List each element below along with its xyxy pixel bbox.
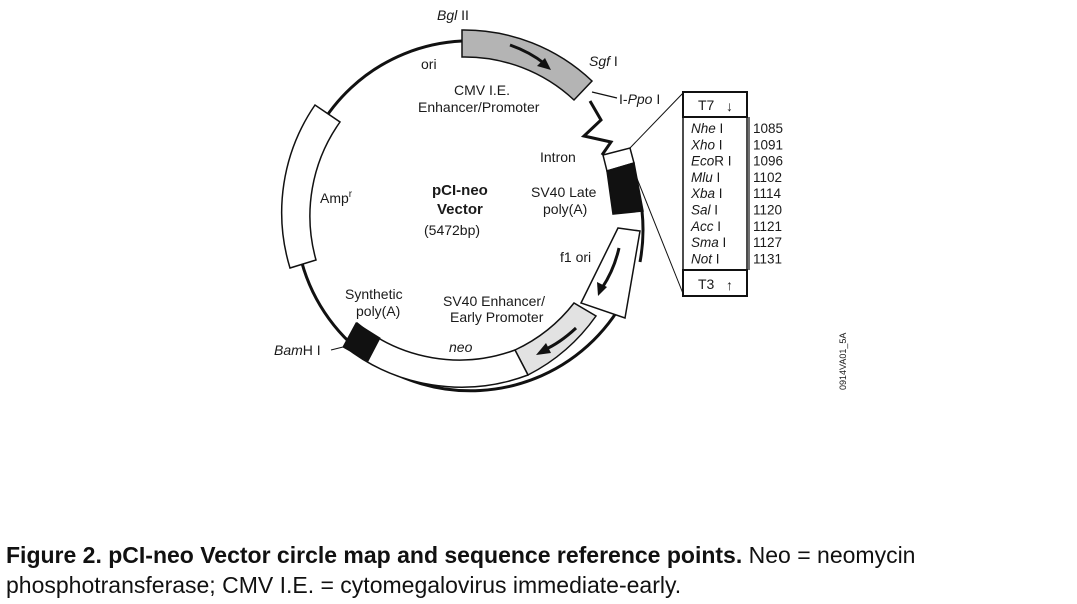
sv40-late-polya-block	[606, 162, 644, 215]
ippoi-tick	[591, 91, 618, 99]
t3-arrow-icon: ↑	[726, 277, 733, 293]
mcs-site-name: Sal I	[691, 203, 718, 218]
mcs-site-position: 1096	[753, 154, 783, 169]
mcs-table-frame	[682, 116, 748, 271]
f1-ori-label: f1 ori	[560, 249, 591, 265]
t3-box	[682, 269, 748, 297]
sv40-enh-arrowhead	[536, 343, 551, 355]
sv40-enh-label-line2: Early Promoter	[450, 309, 544, 325]
ori-label: ori	[421, 56, 437, 72]
caption-rest: Neo = neomycin phosphotransferase; CMV I…	[6, 542, 916, 598]
t7-label: T7	[698, 97, 715, 113]
mcs-site-position: 1114	[753, 186, 782, 201]
mcs-site-name: Not I	[691, 251, 720, 266]
intron-zigzag	[580, 100, 614, 156]
mcs-site-name: Xho I	[690, 137, 723, 152]
mcs-site-name: Acc I	[690, 219, 721, 234]
synthetic-polya-label-line2: poly(A)	[356, 303, 400, 319]
mcs-site-position: 1131	[753, 251, 782, 266]
backbone-right-lower	[638, 210, 645, 263]
cmv-label-line2: Enhancer/Promoter	[418, 99, 540, 115]
mcs-site-name: EcoR I	[691, 154, 732, 169]
figure-code: 0914VA01_5A	[838, 333, 848, 390]
vector-size: (5472bp)	[424, 222, 480, 238]
t3-label: T3	[698, 276, 715, 292]
mcs-connector-top	[629, 91, 685, 149]
intron-label: Intron	[540, 149, 576, 165]
sv40-enh-label-line1: SV40 Enhancer/	[443, 293, 545, 309]
bamhi-label: BamH I	[274, 342, 321, 358]
bamhi-tick	[330, 346, 344, 351]
amp-label: Ampr	[320, 189, 353, 206]
bglii-label: Bgl II	[437, 7, 469, 23]
mcs-site-name: Nhe I	[691, 121, 723, 136]
backbone-left	[293, 39, 630, 393]
vector-name: pCI-neo	[432, 182, 488, 199]
mcs-site-position: 1121	[753, 219, 782, 234]
sv40-late-label-line2: poly(A)	[543, 201, 587, 217]
ippoi-label: I-Ppo I	[619, 91, 660, 107]
backbone	[293, 39, 645, 393]
t7-box	[682, 91, 748, 118]
mcs-site-name: Sma I	[691, 235, 726, 250]
amp-block	[280, 103, 342, 269]
t7-arrow-icon: ↓	[726, 98, 733, 114]
mcs-site-name: Mlu I	[691, 170, 720, 185]
mcs-site-position: 1085	[753, 121, 783, 136]
sgfi-label: Sgf I	[589, 53, 618, 69]
figure-caption: Figure 2. pCI-neo Vector circle map and …	[6, 540, 1074, 600]
mcs-site-position: 1102	[753, 170, 782, 185]
cmv-label-line1: CMV I.E.	[454, 82, 510, 98]
mcs-site-position: 1120	[753, 203, 782, 218]
synthetic-polya-block	[342, 322, 381, 362]
mcs-connector-bottom	[633, 170, 685, 297]
mcs-site-name: Xba I	[690, 186, 723, 201]
cmv-promoter-block	[461, 29, 594, 102]
mcs-site-position: 1091	[753, 137, 783, 152]
neo-label: neo	[449, 339, 473, 355]
synthetic-polya-label-line1: Synthetic	[345, 286, 403, 302]
sv40-late-label-line1: SV40 Late	[531, 184, 597, 200]
vector-name-line2: Vector	[437, 201, 483, 218]
f1-arrowhead	[597, 282, 607, 296]
caption-bold: Figure 2. pCI-neo Vector circle map and …	[6, 542, 743, 568]
cmv-arrowhead	[537, 58, 551, 70]
f1-arrow	[600, 247, 621, 289]
mcs-site-position: 1127	[753, 235, 782, 250]
